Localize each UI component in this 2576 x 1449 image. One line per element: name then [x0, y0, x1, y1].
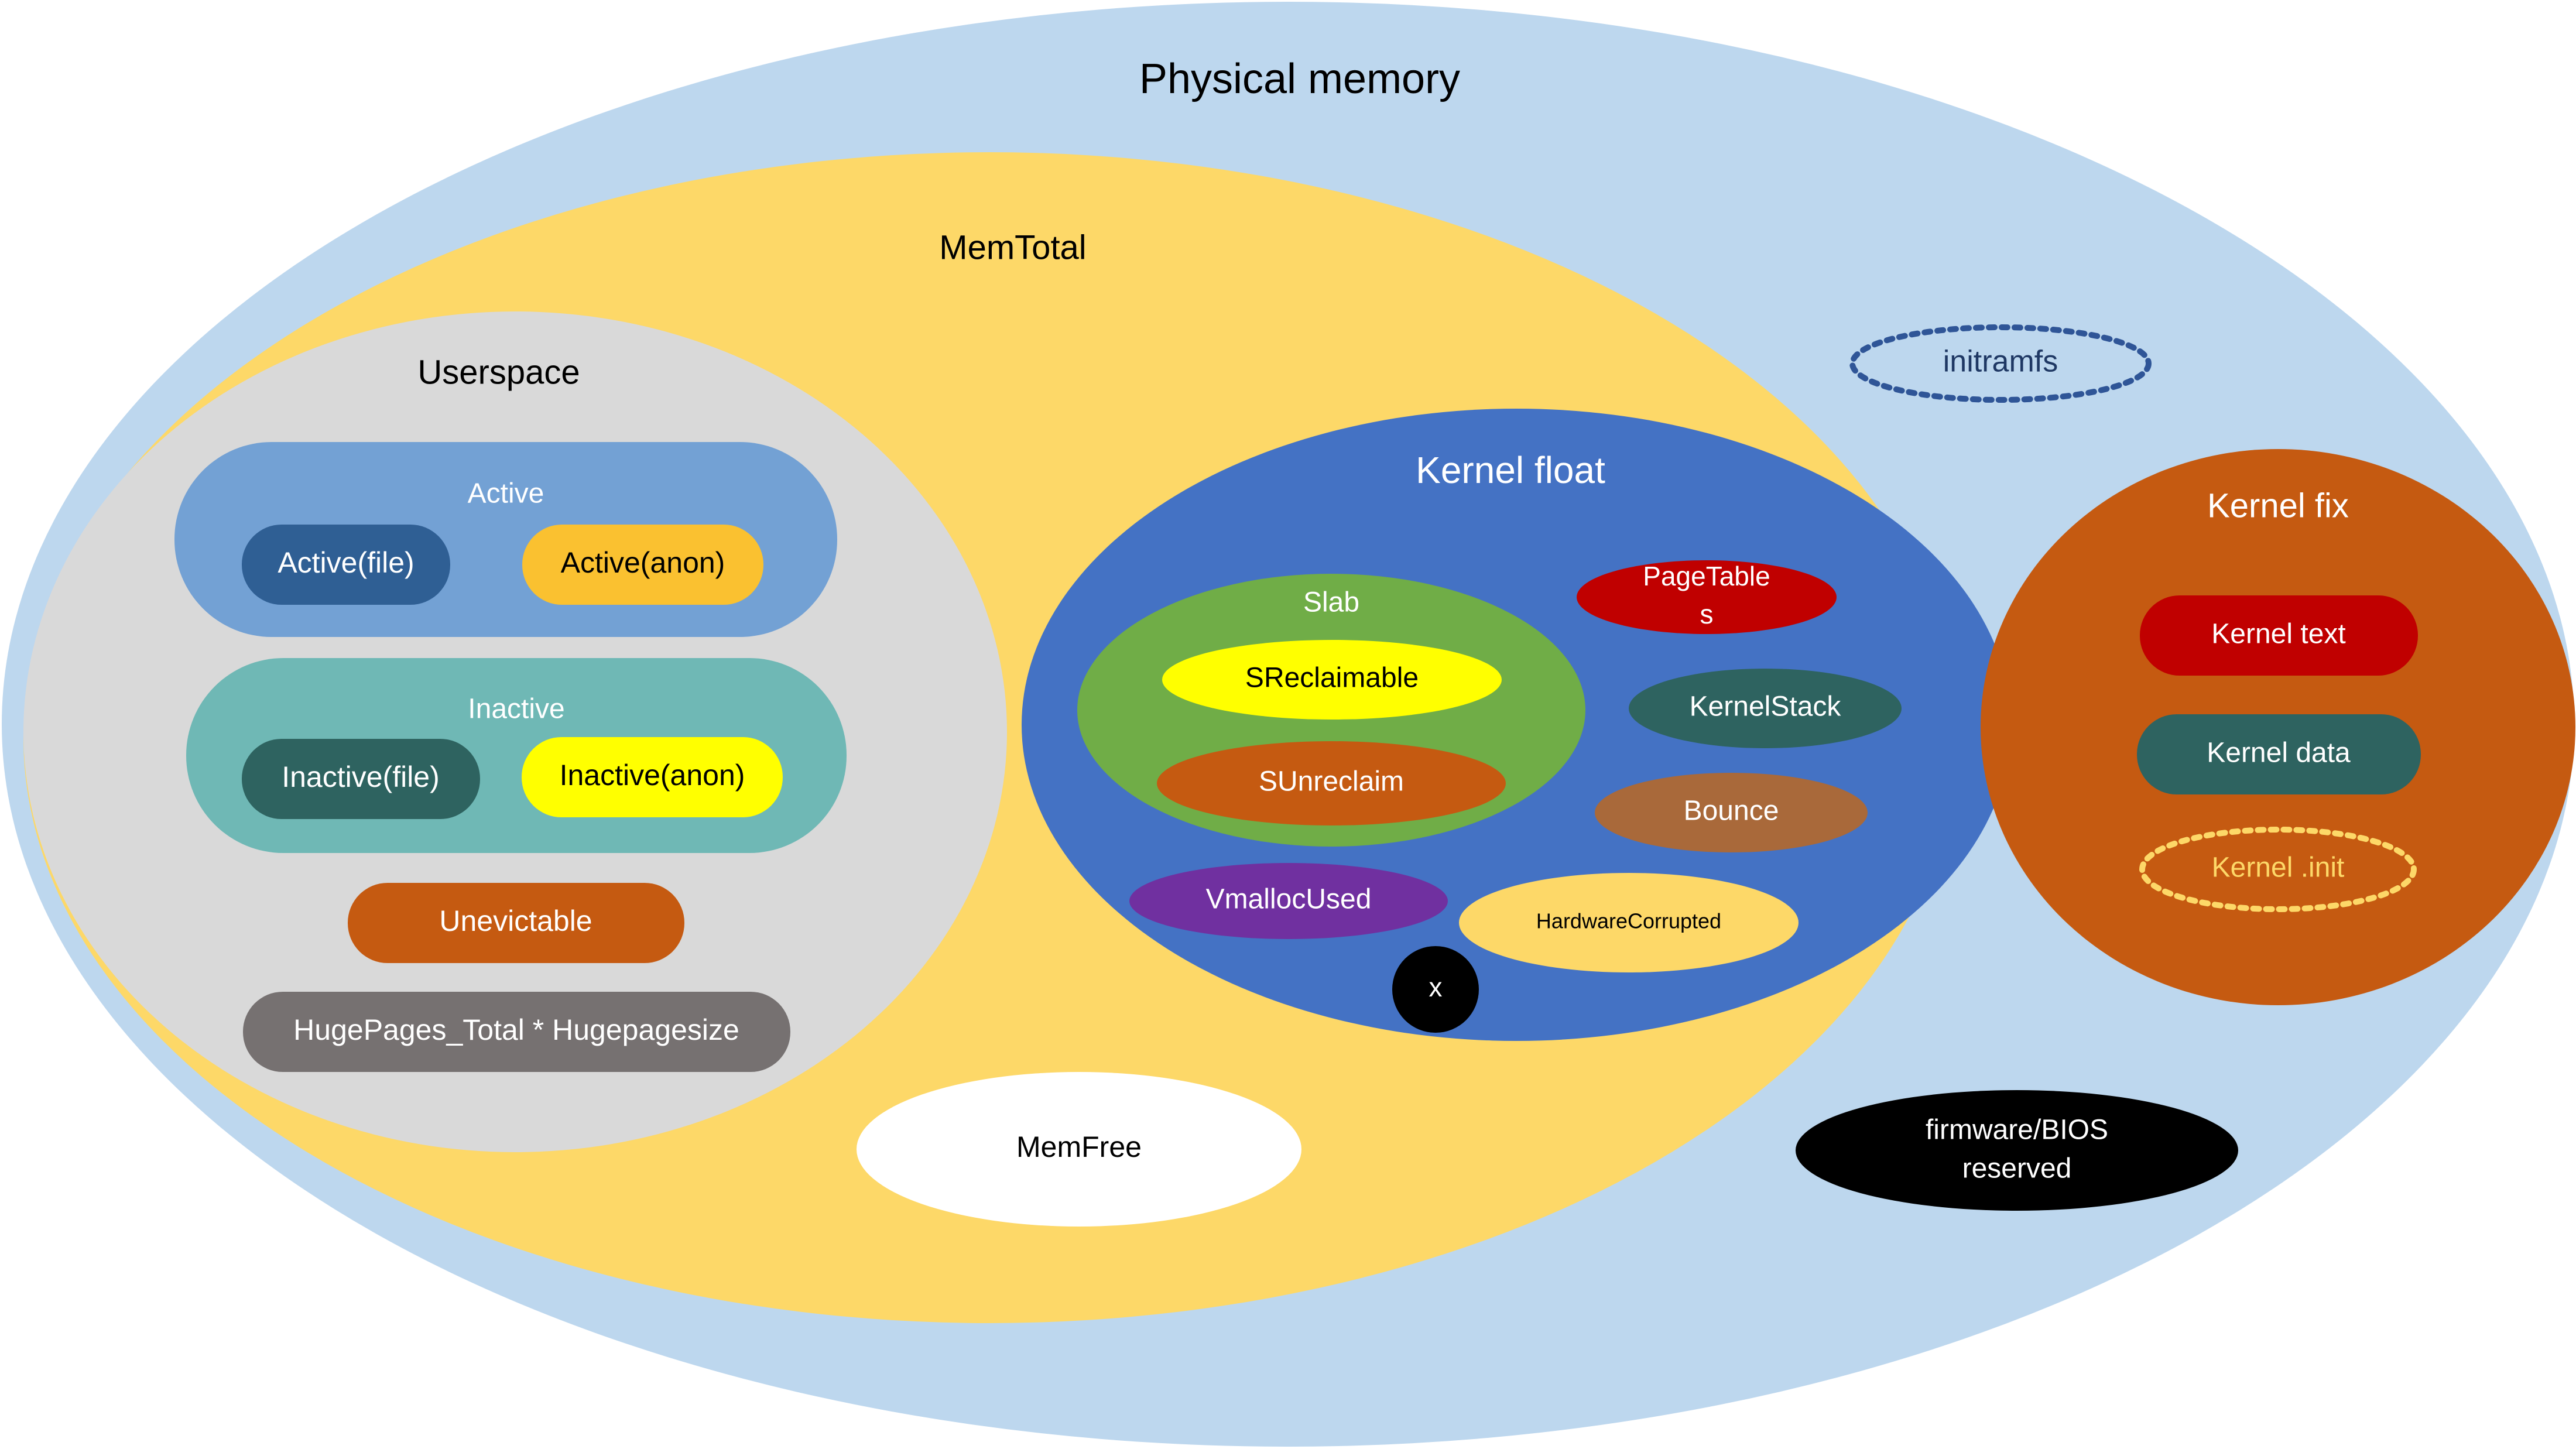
kernel-init-ellipse: [2139, 827, 2417, 912]
physical-memory-label: Physical memory: [1139, 56, 1460, 102]
sunreclaim-label: SUnreclaim: [1259, 766, 1404, 797]
inactive-anon-label: Inactive(anon): [560, 759, 745, 792]
firmware-ellipse: [1796, 1090, 2238, 1211]
memtotal-label: MemTotal: [939, 228, 1086, 266]
active-anon-label: Active(anon): [561, 546, 725, 579]
pagetables-label-line2: s: [1700, 599, 1714, 629]
vmallocused-ellipse: [1129, 863, 1448, 939]
kernel-data-label: Kernel data: [2207, 738, 2351, 769]
firmware-label-line2: reserved: [1962, 1153, 2072, 1184]
inactive-file-pill: [242, 739, 480, 819]
kernelstack-ellipse: [1629, 669, 1902, 748]
kernel-data-pill: [2137, 714, 2421, 794]
initramfs-ellipse: [1849, 324, 2152, 403]
hugepages-pill: [243, 992, 790, 1072]
memfree-label: MemFree: [1016, 1131, 1142, 1163]
hardwarecorrupted-ellipse: [1459, 873, 1799, 972]
hugepages-label: HugePages_Total * Hugepagesize: [293, 1013, 739, 1046]
active-file-pill: [242, 525, 450, 605]
firmware-label-line1: firmware/BIOS: [1926, 1115, 2108, 1146]
kernel-text-label: Kernel text: [2211, 619, 2345, 650]
sreclaimable-label: SReclaimable: [1245, 663, 1419, 694]
active-anon-pill: [522, 525, 763, 605]
pagetables-label-line1: PageTable: [1643, 561, 1770, 591]
unevictable-pill: [348, 883, 684, 963]
initramfs-label: initramfs: [1943, 345, 2058, 379]
active-file-label: Active(file): [278, 546, 414, 579]
sunreclaim-ellipse: [1157, 741, 1506, 825]
kernel-fix-label: Kernel fix: [2207, 487, 2349, 525]
kernel-text-pill: [2140, 595, 2418, 676]
bounce-label: Bounce: [1684, 796, 1779, 827]
x-circle: [1392, 946, 1479, 1033]
bounce-ellipse: [1595, 773, 1868, 852]
vmallocused-label: VmallocUsed: [1206, 884, 1372, 915]
kernelstack-label: KernelStack: [1690, 691, 1842, 722]
kernel-float-label: Kernel float: [1416, 449, 1605, 491]
active-group-label: Active: [468, 478, 544, 509]
x-label: x: [1429, 972, 1443, 1002]
inactive-group-label: Inactive: [468, 694, 564, 725]
kernel-init-label: Kernel .init: [2212, 852, 2345, 883]
pagetables-ellipse: [1577, 560, 1837, 634]
slab-label: Slab: [1303, 587, 1359, 618]
inactive-anon-pill: [522, 737, 783, 817]
userspace-label: Userspace: [417, 353, 580, 391]
sreclaimable-ellipse: [1162, 640, 1502, 720]
unevictable-label: Unevictable: [439, 905, 592, 937]
memfree-ellipse: [857, 1072, 1301, 1227]
hardwarecorrupted-label: HardwareCorrupted: [1536, 909, 1721, 933]
inactive-file-label: Inactive(file): [282, 761, 440, 793]
